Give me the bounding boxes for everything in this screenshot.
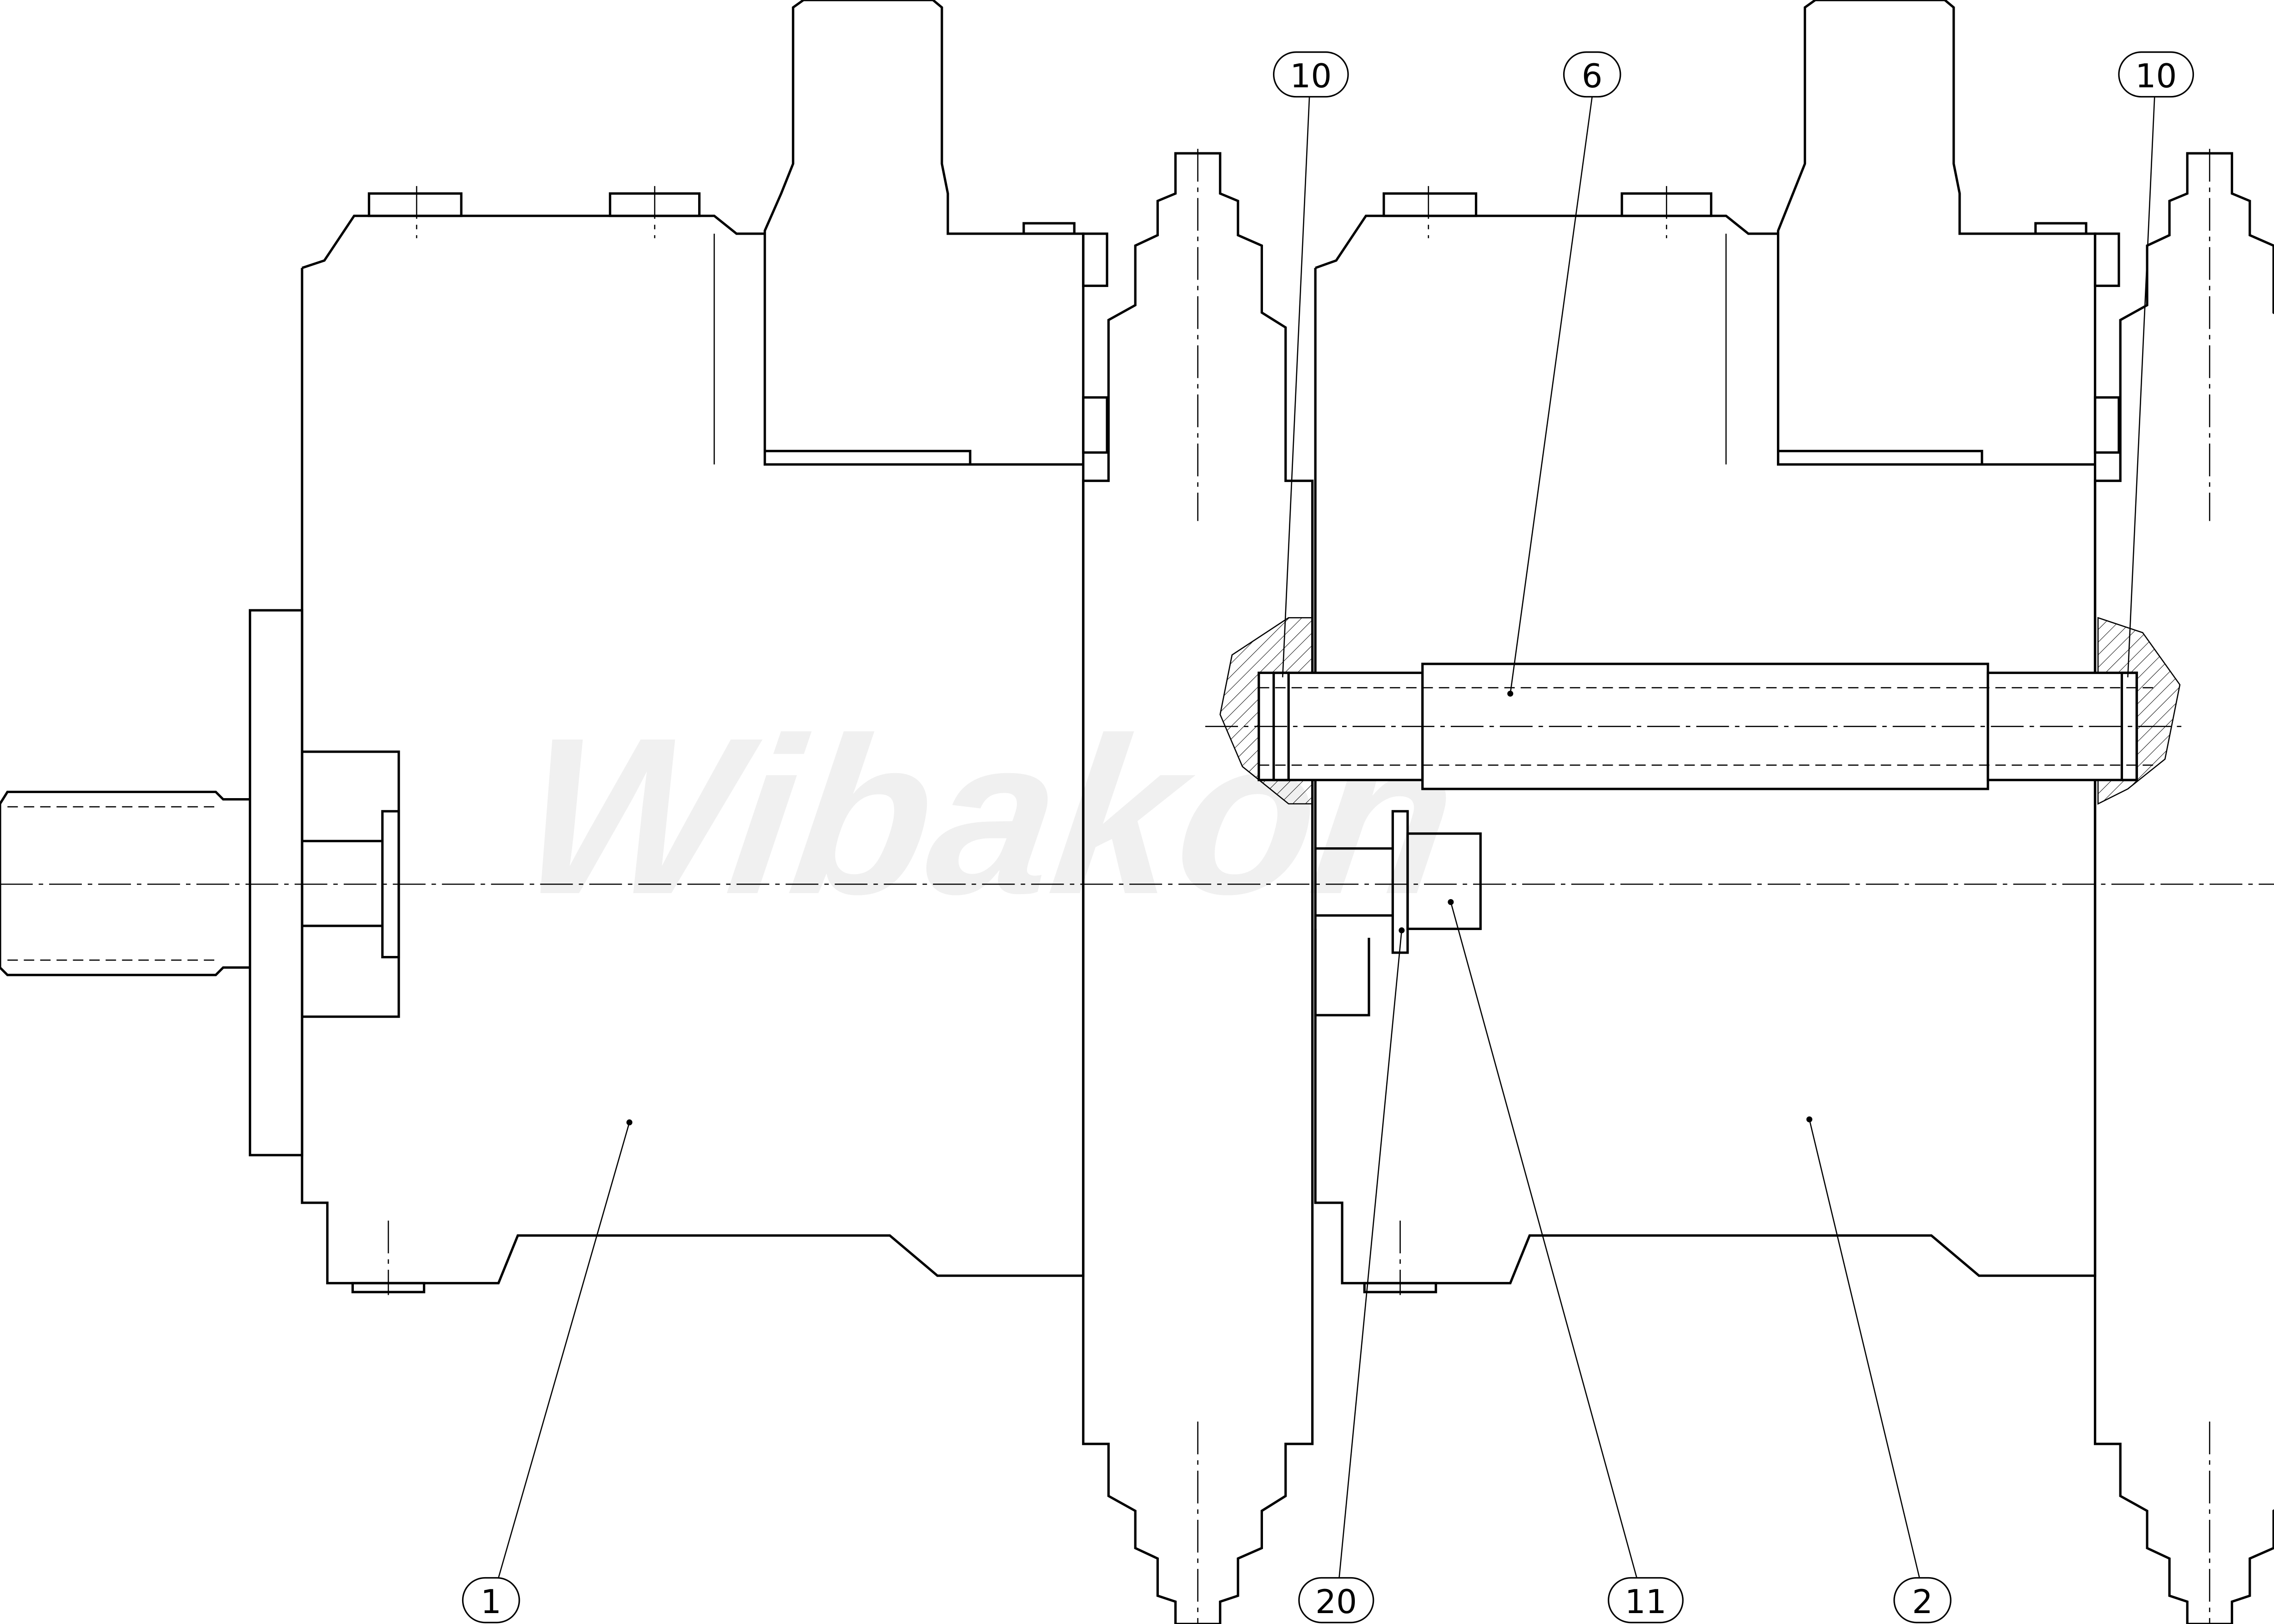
balloon-2: 2	[1893, 1577, 1952, 1624]
balloon-20: 20	[1298, 1577, 1374, 1624]
balloon-11: 11	[1608, 1577, 1684, 1624]
part-6-shaft	[1205, 617, 2188, 805]
balloon-label: 1	[481, 1583, 502, 1621]
balloon-label: 20	[1315, 1583, 1357, 1621]
part-1-motor	[0, 0, 1108, 1295]
balloon-label: 10	[1290, 57, 1332, 95]
balloon-10-right: 10	[2118, 51, 2194, 98]
balloon-10-left: 10	[1273, 51, 1349, 98]
balloon-6: 6	[1563, 51, 1621, 98]
balloon-1: 1	[462, 1577, 520, 1624]
balloon-label: 2	[1912, 1583, 1933, 1621]
balloon-label: 10	[2135, 57, 2177, 95]
balloon-label: 11	[1625, 1583, 1667, 1621]
leader-lines	[498, 96, 2155, 1578]
part-11-pin	[1314, 810, 1482, 1016]
sprocket-left	[1082, 149, 1314, 1624]
sprocket-right	[2093, 149, 2274, 1624]
balloon-label: 6	[1582, 57, 1603, 95]
part-2-motor	[1314, 0, 2120, 1295]
